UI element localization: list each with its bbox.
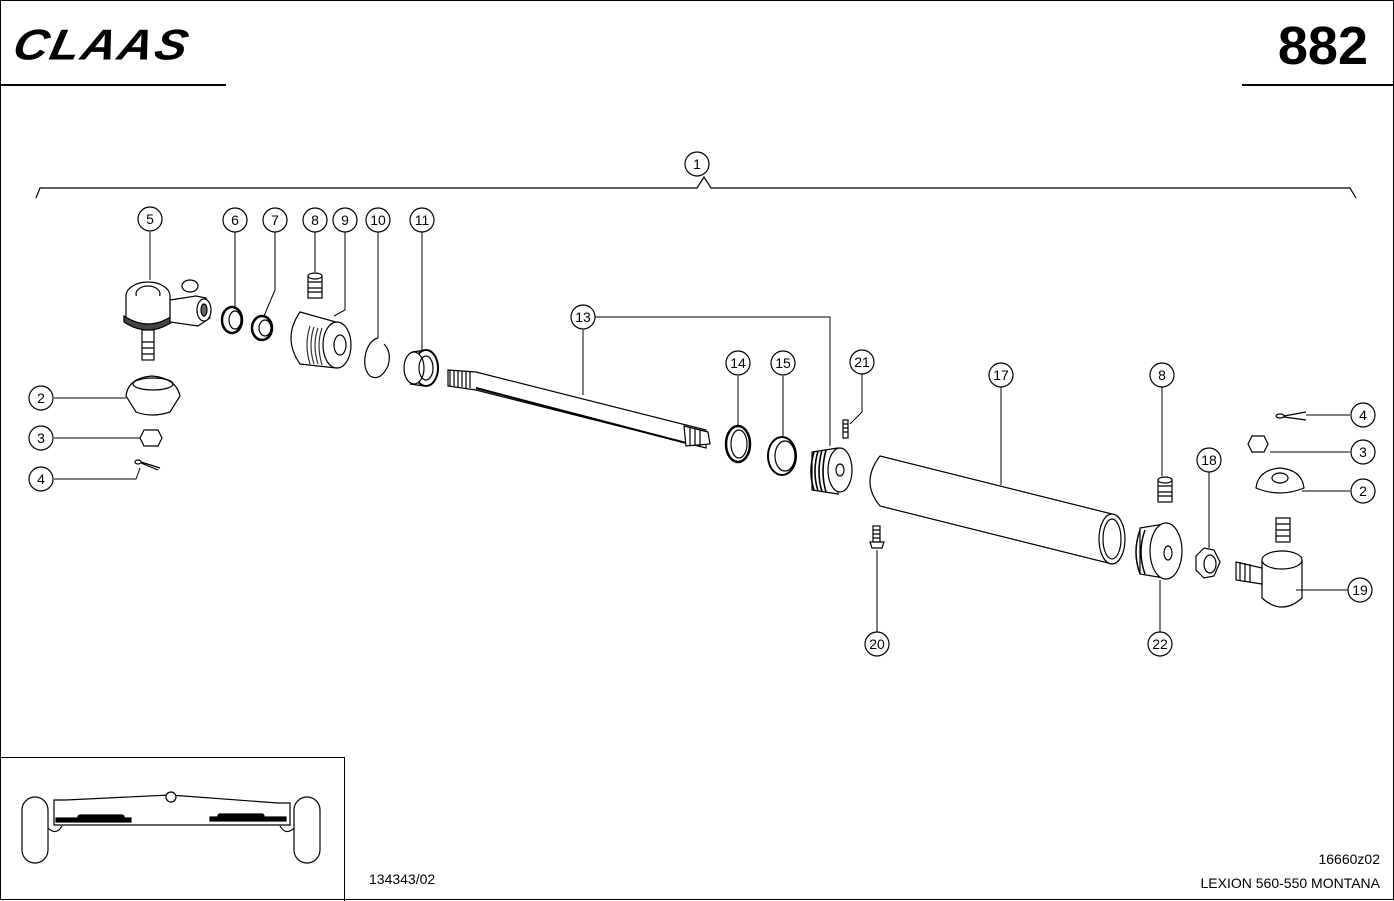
leader-lines [54,232,1350,632]
part-22-end-cap[interactable] [1135,522,1183,580]
callout-22[interactable]: 22 [1147,631,1173,657]
callout-3-left[interactable]: 3 [28,425,54,451]
callout-2-right[interactable]: 2 [1350,478,1376,504]
part-2-boot-right[interactable] [1255,467,1305,494]
part-9-housing[interactable] [290,311,352,369]
callout-13-label: 13 [575,309,591,325]
drawing-number: 134343/02 [369,871,436,887]
callout-19[interactable]: 19 [1347,577,1373,603]
part-7-seal[interactable] [250,314,274,342]
callout-18[interactable]: 18 [1196,447,1222,473]
callout-15[interactable]: 15 [770,350,796,376]
page-number-divider [1242,84,1394,86]
callout-13[interactable]: 13 [570,304,596,330]
callout-14-label: 14 [730,355,746,371]
part-8-grease-nipple-right[interactable] [1157,476,1173,503]
callout-7-label: 7 [271,212,279,228]
part-5-ball-joint[interactable] [123,279,212,361]
callout-6-label: 6 [231,212,239,228]
callout-8-right[interactable]: 8 [1149,362,1175,388]
part-10-circlip[interactable] [364,337,390,379]
part-2-boot-left[interactable] [125,375,181,416]
callout-8-right-label: 8 [1158,367,1166,383]
part-13-piston[interactable] [810,447,853,495]
page-number: 882 [1277,16,1368,76]
assembly-bracket [35,175,1357,199]
part-4-cotter-pin-right[interactable] [1275,411,1307,421]
callout-20-label: 20 [869,636,885,652]
callout-9-label: 9 [341,212,349,228]
part-3-castle-nut-right[interactable] [1247,435,1269,453]
callout-2-left[interactable]: 2 [28,385,54,411]
callout-15-label: 15 [775,355,791,371]
callout-3-left-label: 3 [37,430,45,446]
callout-6[interactable]: 6 [222,207,248,233]
callout-1[interactable]: 1 [684,151,710,177]
callout-4-left-label: 4 [37,471,45,487]
callout-10-label: 10 [370,212,386,228]
part-4-cotter-pin-left[interactable] [134,459,161,471]
machine-model: LEXION 560-550 MONTANA [1200,875,1380,891]
part-21-pin[interactable] [842,419,849,439]
part-17-cylinder-tube[interactable] [869,455,1126,565]
part-15-guide-ring[interactable] [767,436,797,476]
callout-9[interactable]: 9 [332,207,358,233]
callout-19-label: 19 [1352,582,1368,598]
callout-21[interactable]: 21 [849,349,875,375]
callout-11-label: 11 [415,212,430,228]
axle-location-inset [21,791,321,864]
callout-10[interactable]: 10 [365,207,391,233]
callout-4-left[interactable]: 4 [28,466,54,492]
callout-20[interactable]: 20 [864,631,890,657]
callout-22-label: 22 [1152,636,1168,652]
callout-1-label: 1 [693,156,701,172]
callout-11[interactable]: 11 [409,207,435,233]
part-18-nut[interactable] [1195,547,1221,579]
callout-7[interactable]: 7 [262,207,288,233]
callout-14[interactable]: 14 [725,350,751,376]
callout-2-left-label: 2 [37,390,45,406]
callout-5[interactable]: 5 [137,206,163,232]
callout-17[interactable]: 17 [988,362,1014,388]
callout-21-label: 21 [854,354,870,370]
callout-3-right[interactable]: 3 [1350,439,1376,465]
part-14-o-ring[interactable] [724,424,752,464]
part-8-grease-nipple[interactable] [307,272,323,299]
callout-8-label: 8 [311,212,319,228]
callout-4-right-label: 4 [1359,407,1367,423]
reference-code: 16660z02 [1318,851,1380,867]
part-13-piston-rod[interactable] [447,369,711,449]
axle-inset-frame [0,757,345,901]
part-20-screw[interactable] [869,525,885,549]
callout-17-label: 17 [993,367,1009,383]
part-3-castle-nut-left[interactable] [139,429,163,447]
callout-3-right-label: 3 [1359,444,1367,460]
callout-4-right[interactable]: 4 [1350,402,1376,428]
part-11-sleeve[interactable] [403,349,439,387]
callout-2-right-label: 2 [1359,483,1367,499]
callout-8[interactable]: 8 [302,207,328,233]
callout-18-label: 18 [1201,452,1217,468]
part-6-seal[interactable] [220,305,244,335]
logo-divider [0,84,226,86]
callout-5-label: 5 [146,211,154,227]
part-19-ball-joint[interactable] [1235,517,1303,608]
